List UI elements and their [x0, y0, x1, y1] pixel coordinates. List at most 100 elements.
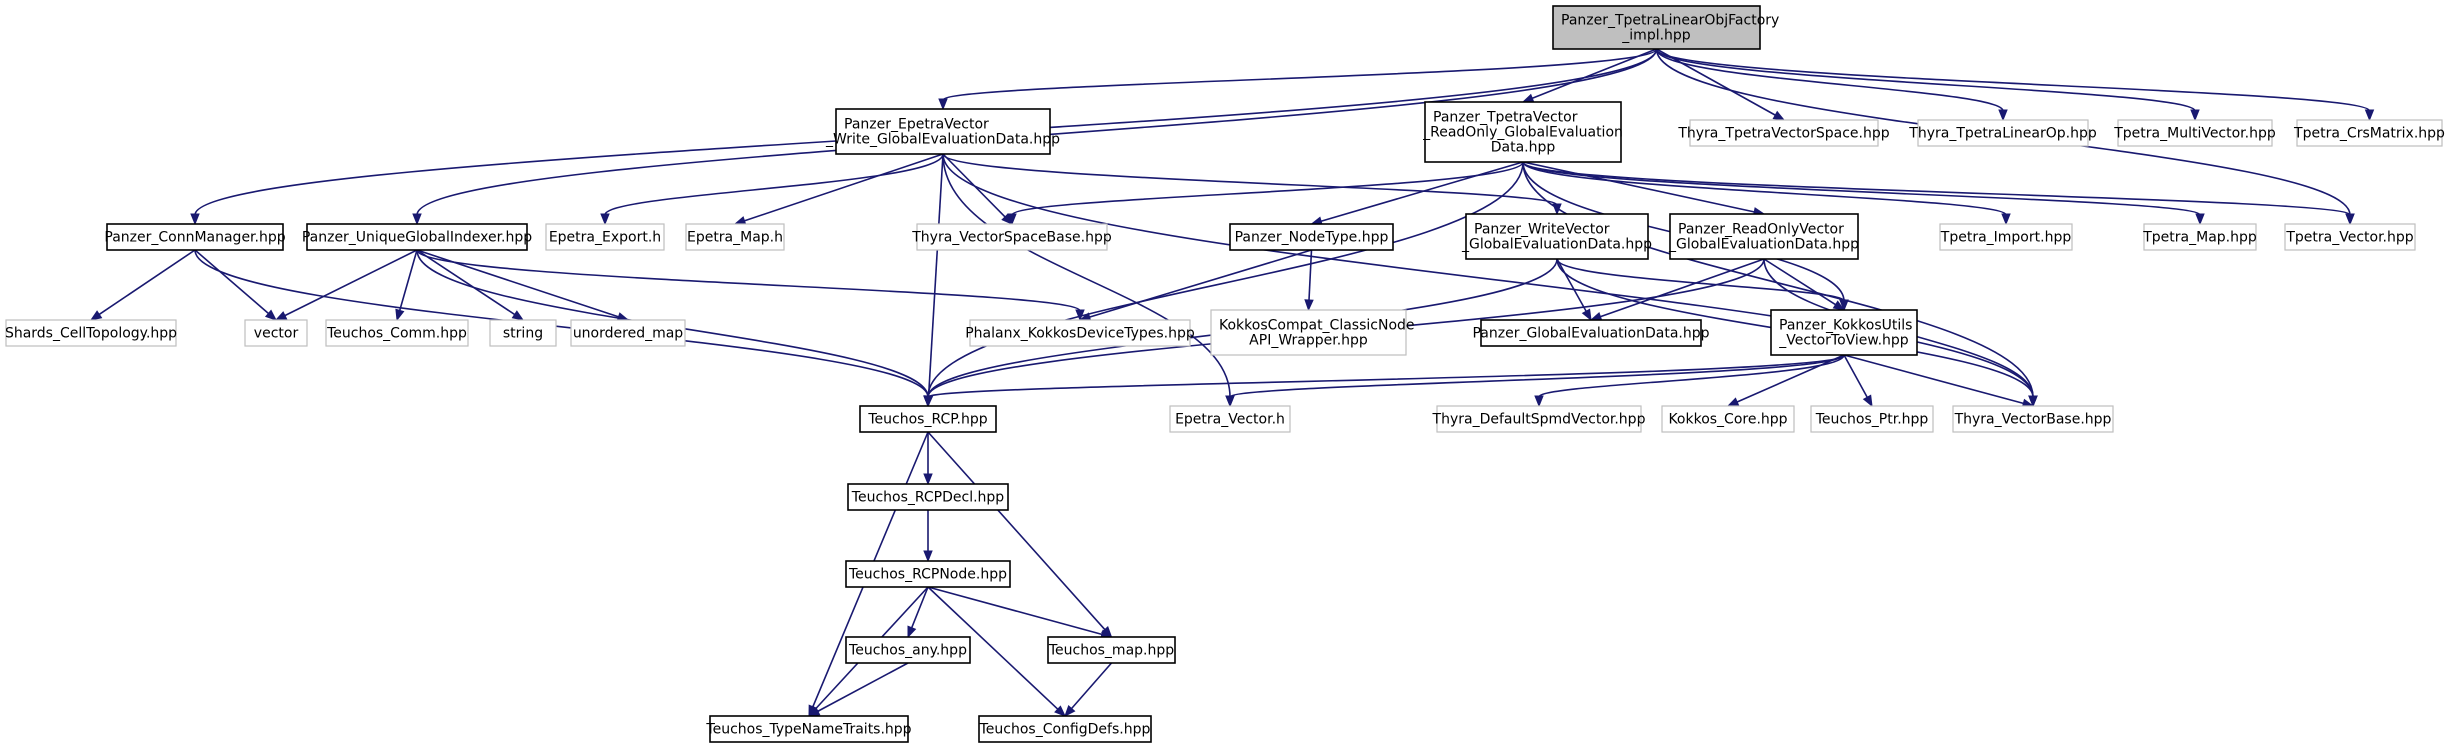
node-epetra-map[interactable]: Epetra_Map.h: [685, 223, 785, 251]
edge-arrowhead: [1064, 704, 1076, 718]
node-label: Panzer_TpetraVector: [1433, 110, 1578, 126]
edge-arrowhead: [1726, 397, 1740, 407]
node-shards[interactable]: Shards_CellTopology.hpp: [5, 319, 177, 347]
node-kokkos-core[interactable]: Kokkos_Core.hpp: [1661, 405, 1795, 433]
node-label: _ReadOnly_GlobalEvaluation: [1422, 125, 1623, 141]
edge-line: [604, 153, 944, 216]
edge-arrowhead: [600, 213, 610, 226]
node-thyra-vsb[interactable]: Thyra_VectorSpaceBase.hpp: [911, 223, 1112, 251]
node-label: Panzer_KokkosUtils: [1779, 318, 1912, 334]
node-label: Teuchos_RCPDecl.hpp: [851, 490, 1005, 506]
node-readonlyvec[interactable]: Panzer_ReadOnlyVector_GlobalEvaluationDa…: [1668, 213, 1859, 260]
edge-arrowhead: [923, 550, 933, 563]
node-vector[interactable]: vector: [244, 319, 308, 347]
edge-arrowhead: [1225, 395, 1235, 408]
node-teuchos-ptr[interactable]: Teuchos_Ptr.hpp: [1810, 405, 1934, 433]
edge-line: [927, 354, 1845, 398]
edge-line: [398, 249, 418, 312]
node-phalanx-kdt[interactable]: Phalanx_KokkosDeviceTypes.hpp: [965, 319, 1195, 347]
node-tpetra-crs[interactable]: Tpetra_CrsMatrix.hpp: [2293, 119, 2445, 147]
node-label: Teuchos_any.hpp: [848, 643, 967, 659]
node-thyra-dsv[interactable]: Thyra_DefaultSpmdVector.hpp: [1432, 405, 1646, 433]
node-label: Teuchos_Comm.hpp: [326, 326, 467, 342]
node-string[interactable]: string: [489, 319, 557, 347]
edge-line: [942, 153, 1558, 206]
node-label: Tpetra_Map.hpp: [2142, 230, 2257, 246]
node-tpetra-mv[interactable]: Tpetra_MultiVector.hpp: [2113, 119, 2276, 147]
node-rcp[interactable]: Teuchos_RCP.hpp: [859, 405, 997, 433]
node-label: _GlobalEvaluationData.hpp: [1461, 237, 1652, 253]
node-box: [1169, 405, 1291, 433]
edge-line: [416, 249, 516, 316]
edge-line: [1522, 161, 2201, 216]
edge-arrowhead: [395, 308, 405, 322]
edge-line: [1556, 258, 1588, 313]
node-box: [489, 319, 557, 347]
edge-line: [1522, 161, 2351, 216]
node-thyra-vb[interactable]: Thyra_VectorBase.hpp: [1952, 405, 2114, 433]
node-nodetype[interactable]: Panzer_NodeType.hpp: [1229, 223, 1394, 251]
edge-arrowhead: [1998, 109, 2008, 122]
node-box: [244, 319, 308, 347]
node-rcpnode[interactable]: Teuchos_RCPNode.hpp: [845, 560, 1011, 588]
node-writevec[interactable]: Panzer_WriteVector_GlobalEvaluationData.…: [1461, 213, 1652, 260]
node-label: vector: [254, 326, 299, 342]
edge-line: [283, 249, 418, 317]
edge-line: [1319, 161, 1524, 223]
node-box: [2117, 119, 2273, 147]
node-label: Tpetra_MultiVector.hpp: [2113, 126, 2276, 142]
edge-root-to-tpetra_mv: [1655, 48, 2200, 122]
node-root[interactable]: Panzer_TpetraLinearObjFactory_impl.hpp: [1552, 5, 1779, 50]
edge-line: [1531, 48, 1657, 100]
edge-arrowhead: [264, 309, 278, 321]
edge-arrowhead: [1581, 308, 1592, 322]
edge-line: [927, 431, 1107, 631]
node-label: Thyra_VectorSpaceBase.hpp: [911, 230, 1112, 246]
node-connmgr[interactable]: Panzer_ConnManager.hpp: [104, 223, 286, 251]
edge-tpetra_ro-to-thyra_vsb: [1007, 161, 1524, 226]
node-label: _VectorToView.hpp: [1778, 333, 1908, 349]
edge-line: [1655, 48, 2371, 112]
edge-line: [910, 586, 929, 629]
node-tpetra-import[interactable]: Tpetra_Import.hpp: [1939, 223, 2073, 251]
node-box: [845, 636, 971, 664]
edge-epetra_write-to-rcp: [923, 153, 944, 408]
node-thyra-tlo[interactable]: Thyra_TpetraLinearOp.hpp: [1908, 119, 2097, 147]
node-thyra-tvs[interactable]: Thyra_TpetraVectorSpace.hpp: [1677, 119, 1890, 147]
edge-line: [416, 249, 620, 318]
node-teuchos-comm[interactable]: Teuchos_Comm.hpp: [325, 319, 469, 347]
node-tpetra-ro[interactable]: Panzer_TpetraVector_ReadOnly_GlobalEvalu…: [1422, 101, 1623, 163]
node-label: Teuchos_ConfigDefs.hpp: [979, 722, 1151, 738]
edge-root-to-thyra_tlo: [1655, 48, 2008, 122]
node-box: [1229, 223, 1394, 251]
node-box: [845, 560, 1011, 588]
node-configdefs[interactable]: Teuchos_ConfigDefs.hpp: [978, 715, 1152, 743]
node-box: [1480, 319, 1702, 347]
node-label: Panzer_EpetraVector: [844, 117, 989, 133]
edge-arrowhead: [412, 213, 422, 226]
node-unordered-map[interactable]: unordered_map: [570, 319, 686, 347]
edge-tmap-to-configdefs: [1064, 662, 1113, 718]
node-tpetra-map[interactable]: Tpetra_Map.hpp: [2142, 223, 2257, 251]
edge-kokkosutils-to-rcp: [923, 354, 1845, 408]
edge-line: [1655, 48, 2196, 112]
node-box: [709, 715, 909, 743]
edge-arrowhead: [1054, 705, 1066, 717]
node-epetra-write[interactable]: Panzer_EpetraVector_Write_GlobalEvaluati…: [825, 108, 1060, 155]
node-label: unordered_map: [573, 326, 683, 342]
node-rcpdecl[interactable]: Teuchos_RCPDecl.hpp: [847, 483, 1009, 511]
node-any[interactable]: Teuchos_any.hpp: [845, 636, 971, 664]
edge-writevec-to-ged: [1556, 258, 1592, 322]
node-ugi[interactable]: Panzer_UniqueGlobalIndexer.hpp: [302, 223, 532, 251]
node-tmap[interactable]: Teuchos_map.hpp: [1047, 636, 1176, 664]
node-epetra-vector[interactable]: Epetra_Vector.h: [1169, 405, 1291, 433]
node-kokkosutils[interactable]: Panzer_KokkosUtils_VectorToView.hpp: [1770, 309, 1918, 356]
edge-line: [1656, 48, 1777, 117]
edge-rcpnode-to-configdefs: [927, 586, 1066, 717]
node-tpetra-vector[interactable]: Tpetra_Vector.hpp: [2284, 223, 2416, 251]
node-epetra-export[interactable]: Epetra_Export.h: [545, 223, 665, 251]
node-ged[interactable]: Panzer_GlobalEvaluationData.hpp: [1472, 319, 1710, 347]
node-tnt[interactable]: Teuchos_TypeNameTraits.hpp: [705, 715, 912, 743]
edge-rcpdecl-to-rcpnode: [923, 510, 933, 563]
